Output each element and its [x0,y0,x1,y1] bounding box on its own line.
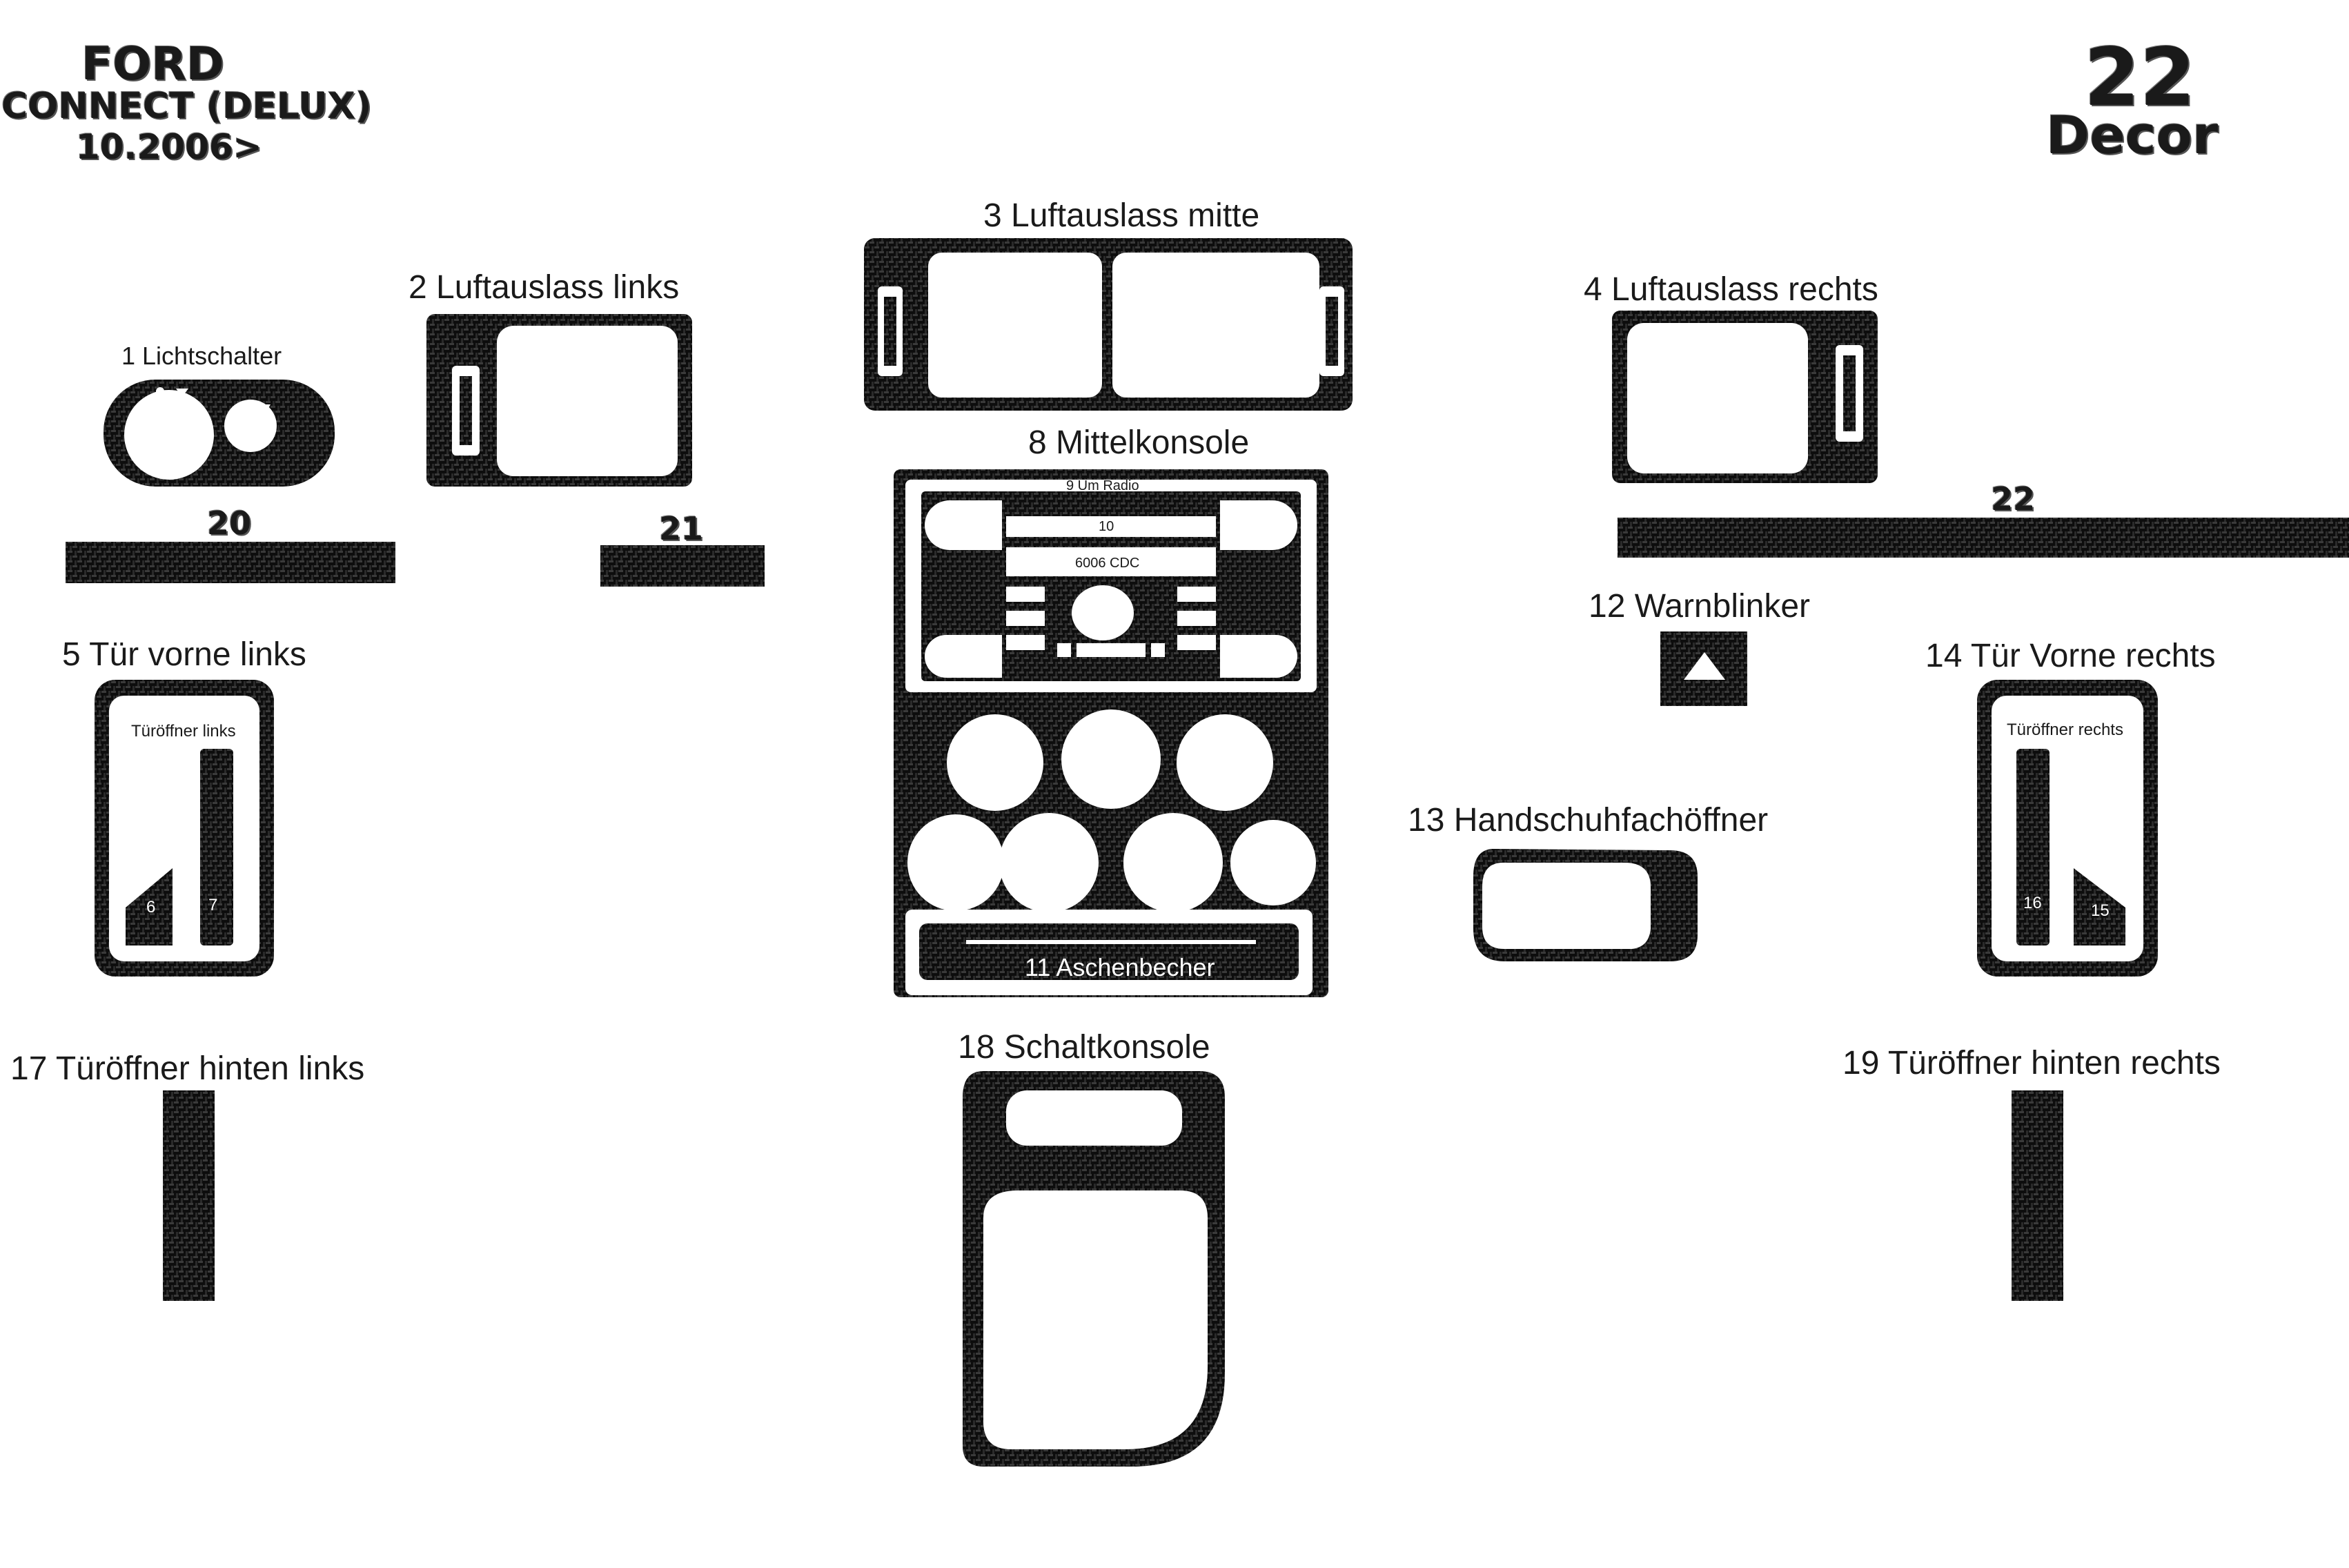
label-part-3: 3 Luftauslass mitte [983,197,1260,234]
header-brand: FORD [81,37,224,90]
part-18-shift-console [963,1071,1225,1467]
part-19-rear-right-opener [2012,1090,2063,1301]
label-part-8: 8 Mittelkonsole [1028,424,1250,461]
label-part-19: 19 Türöffner hinten rechts [1842,1045,2221,1081]
header-count: 22 [2084,31,2196,124]
label-part-21: 21 [659,510,704,547]
part-13-glovebox-opener [1473,849,1698,961]
label-part-16: 16 [2023,894,2042,912]
label-part-1: 1 Lichtschalter [121,342,282,370]
part-5-door-front-left [95,680,274,977]
label-part-22: 22 [1991,480,2036,518]
label-part-4: 4 Luftauslass rechts [1584,271,1878,308]
part-22-strip [1618,518,2349,558]
label-part-2: 2 Luftauslass links [409,269,680,306]
part-14-door-front-right [1977,680,2158,977]
header-kit: Decor [2046,104,2219,166]
part-1-light-switch [104,380,335,487]
header-date: 10.2006> [76,127,262,167]
label-part-15: 15 [2091,901,2110,920]
label-part-5-sub: Türöffner links [131,722,236,741]
label-part-11: 11 Aschenbecher [1025,953,1215,981]
label-part-10-sub: 6006 CDC [1075,556,1140,571]
label-part-14-sub: Türöffner rechts [2007,721,2123,739]
label-part-9: 9 Um Radio [1066,478,1139,493]
label-part-13: 13 Handschuhfachöffner [1408,802,1769,839]
part-20-strip [66,542,395,583]
part-21-strip [600,545,765,587]
label-part-12: 12 Warnblinker [1589,588,1811,625]
label-part-5: 5 Tür vorne links [62,636,306,673]
part-17-rear-left-opener [163,1090,215,1301]
label-part-7: 7 [208,896,218,914]
part-3-vent-center [864,238,1353,411]
label-part-18: 18 Schaltkonsole [958,1029,1210,1066]
part-12-hazard-switch [1660,631,1747,706]
label-part-6: 6 [146,898,156,917]
part-2-vent-left [426,314,692,487]
part-4-vent-right [1612,311,1878,483]
label-part-10: 10 [1099,519,1114,534]
label-part-14: 14 Tür Vorne rechts [1925,638,2216,674]
part-8-center-console [894,469,1328,997]
header-model: CONNECT (DELUX) [1,86,372,127]
label-part-20: 20 [207,504,252,542]
label-part-17: 17 Türöffner hinten links [10,1050,365,1087]
